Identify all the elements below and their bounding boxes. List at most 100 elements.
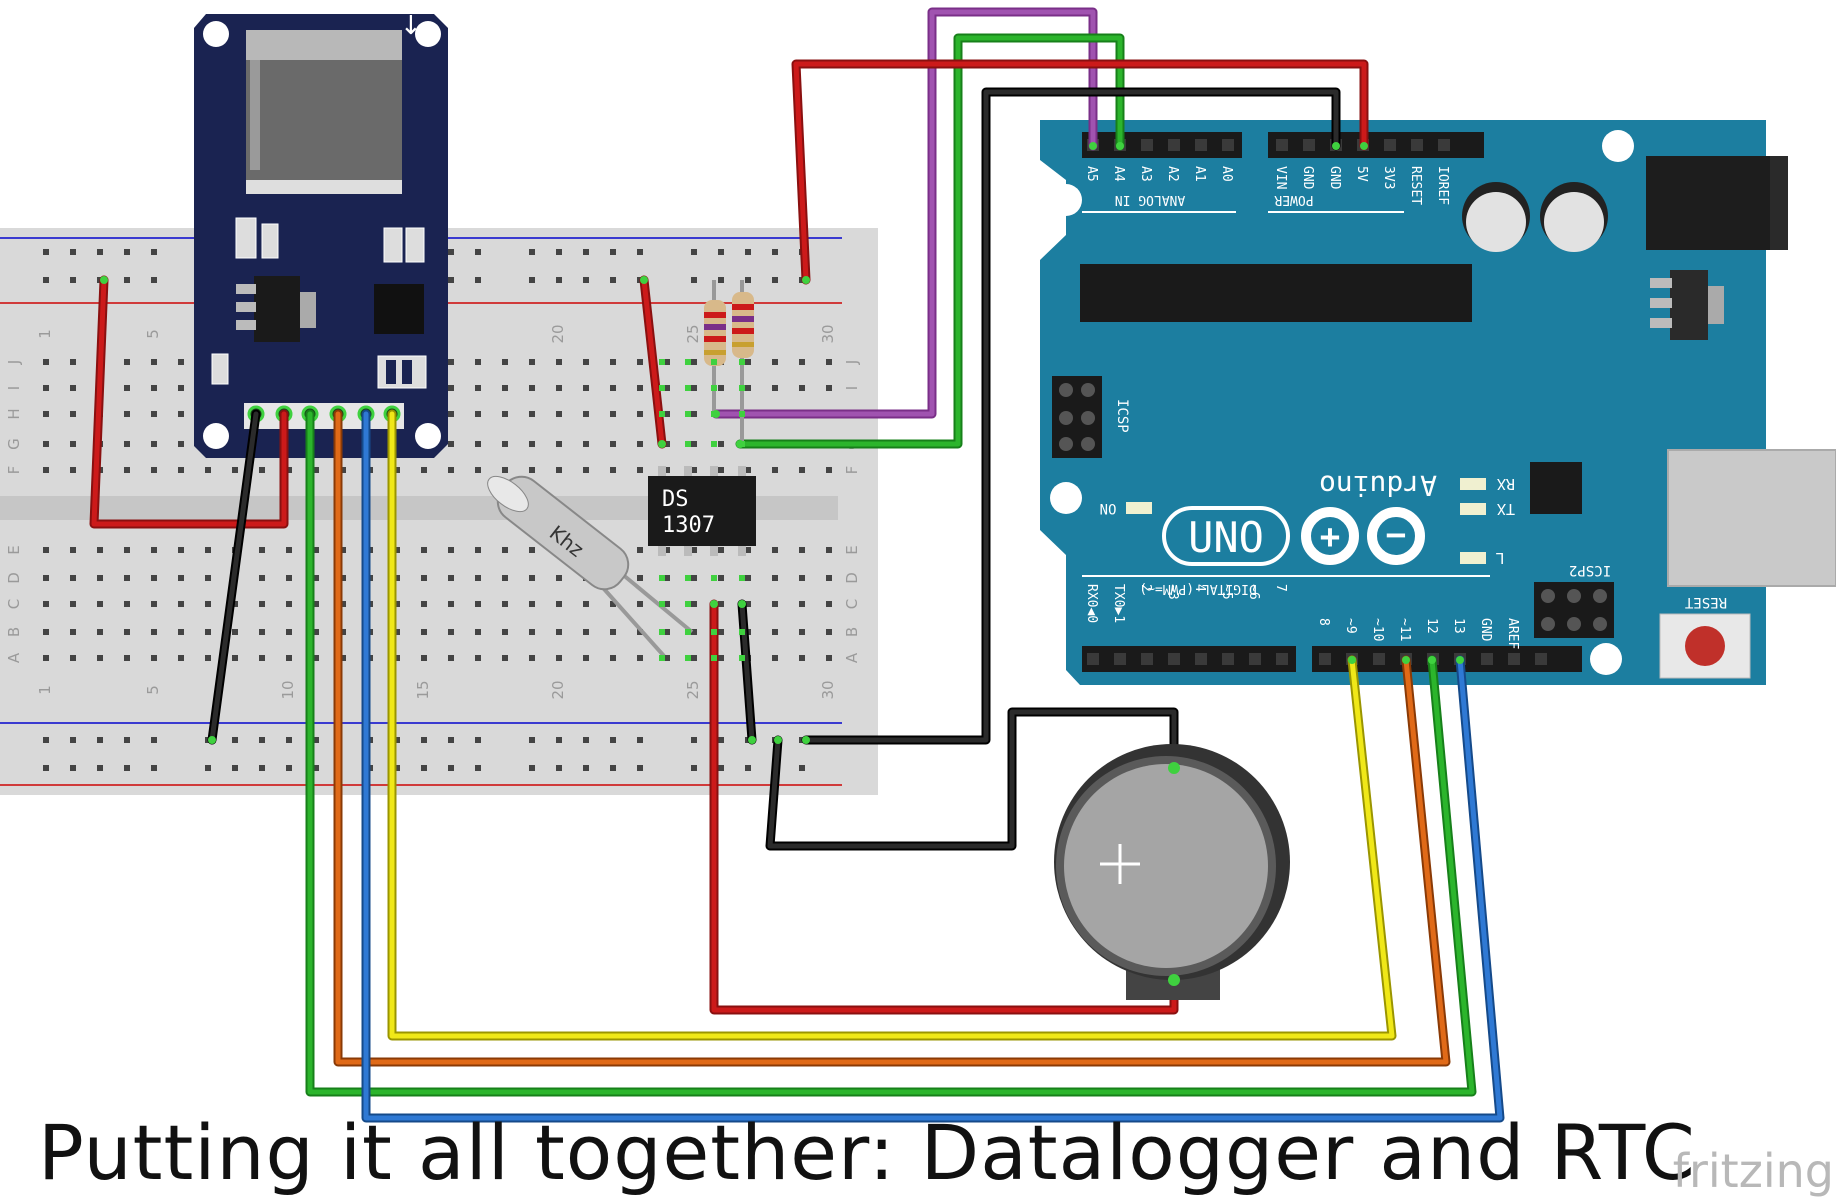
svg-text:−: − [1386, 515, 1406, 555]
uno-text: UNO [1188, 513, 1264, 562]
analog-pin-label: A2 [1165, 166, 1180, 182]
breadboard-column-number: 15 [414, 680, 432, 699]
analog-pin-label: A1 [1192, 166, 1207, 182]
analog-pin-label: A3 [1138, 166, 1153, 182]
wire-endpoint [208, 736, 216, 744]
header-pin [1114, 653, 1126, 665]
wire-endpoint [748, 736, 756, 744]
coin-cell-battery [1054, 744, 1290, 1000]
header-pin [1141, 653, 1153, 665]
power-header [1268, 132, 1484, 158]
breadboard-row-letter: B [5, 627, 23, 637]
digital-pin-label: ~6 [1246, 584, 1261, 600]
header-pin [1373, 653, 1385, 665]
header-pin [1195, 653, 1207, 665]
breadboard-column-number: 30 [819, 680, 837, 699]
ds1307-chip: DS 1307 [648, 466, 756, 556]
arduino-uno-board: UNO + − Arduino ANALOG IN POWER DIGITAL … [1040, 120, 1836, 685]
digital-pin-label: GND [1478, 618, 1493, 642]
wire-endpoint [802, 276, 810, 284]
analog-pin-label: A0 [1219, 166, 1234, 182]
sd-pin-header [244, 403, 404, 429]
header-pin [1249, 653, 1261, 665]
digital-pin-label: TX0▶1 [1111, 584, 1126, 623]
digital-pin-label: ~11 [1397, 618, 1412, 641]
rx-led [1460, 478, 1486, 490]
reset-label: RESET [1684, 594, 1727, 610]
wire-endpoint [1360, 142, 1368, 150]
digital-pin-label: 13 [1451, 618, 1466, 634]
wire-endpoint [1332, 142, 1340, 150]
breadboard-column-number: 5 [144, 685, 162, 695]
header-pin [1168, 653, 1180, 665]
header-pin [1411, 139, 1423, 151]
header-pin [1276, 139, 1288, 151]
breadboard-column-number: 1 [36, 329, 54, 339]
breadboard-column-number: 20 [549, 324, 567, 343]
power-pin-label: GND [1300, 166, 1315, 190]
breadboard-column-number: 1 [36, 685, 54, 695]
power-pin-label: 3V3 [1381, 166, 1396, 189]
wires [89, 7, 1505, 1123]
wire-endpoint [802, 736, 810, 744]
tx-label: TX [1497, 500, 1515, 518]
analog-header [1082, 132, 1242, 158]
digital-pin-label: 2 [1138, 584, 1153, 592]
rx-label: RX [1497, 475, 1515, 493]
digital-pin-label: 4 [1192, 584, 1207, 592]
wire-endpoint [100, 276, 108, 284]
breadboard-column-number: 25 [684, 680, 702, 699]
sd-card-module: ↓ [194, 11, 448, 458]
header-pin [1222, 139, 1234, 151]
analog-pin-label: A5 [1084, 166, 1099, 182]
l-label: L [1495, 549, 1504, 567]
header-pin [1141, 139, 1153, 151]
digital-pin-label: RX0◀0 [1084, 584, 1099, 623]
power-pin-label: IOREF [1435, 166, 1450, 205]
breadboard-row-letter: I [5, 386, 23, 390]
header-pin [1303, 139, 1315, 151]
header-pin [1087, 653, 1099, 665]
header-pin [1276, 653, 1288, 665]
breadboard-column-number: 20 [549, 680, 567, 699]
arduino-logo-text: Arduino [1319, 469, 1437, 502]
power-label: POWER [1274, 192, 1313, 207]
reset-button[interactable] [1659, 613, 1751, 679]
digital-label: DIGITAL (PWM=~) [1139, 581, 1256, 596]
breadboard-row-letter: H [5, 408, 23, 419]
wire-endpoint [774, 736, 782, 744]
power-pin-label: RESET [1408, 166, 1423, 205]
header-pin [1319, 653, 1331, 665]
breadboard-row-letter: F [843, 466, 861, 475]
wire-endpoint [1428, 656, 1436, 664]
breadboard-row-letter: J [843, 360, 861, 365]
breadboard-row-letter: J [5, 360, 23, 365]
chip-label-1: DS [662, 487, 689, 512]
header-pin [1508, 653, 1520, 665]
atmega-chip [1080, 264, 1472, 322]
wire-endpoint [1116, 142, 1124, 150]
fritzing-watermark: fritzing [1672, 1144, 1834, 1198]
tx-led [1460, 503, 1486, 515]
breadboard-row-letter: E [5, 545, 23, 554]
breadboard-row-letter: A [5, 652, 23, 663]
breadboard-row-letter: D [5, 572, 23, 584]
icsp-header [1052, 376, 1102, 458]
chip-label-2: 1307 [662, 513, 715, 538]
wire-endpoint [1402, 656, 1410, 664]
header-pin [1384, 139, 1396, 151]
analog-in-label: ANALOG IN [1115, 192, 1185, 207]
power-pin-label: VIN [1273, 166, 1288, 189]
digital-pin-label: AREF [1505, 618, 1520, 649]
digital-pin-label: ~9 [1343, 618, 1358, 634]
wire-endpoint [1456, 656, 1464, 664]
icsp2-label: ICSP2 [1569, 562, 1611, 578]
l-led [1460, 552, 1486, 564]
dc-jack [1646, 156, 1786, 250]
wire-endpoint [1089, 142, 1097, 150]
breadboard-column-number: 25 [684, 324, 702, 343]
arduino-logo: UNO + − Arduino [1162, 469, 1437, 566]
on-label: ON [1100, 500, 1117, 516]
breadboard-row-letter: E [843, 545, 861, 554]
